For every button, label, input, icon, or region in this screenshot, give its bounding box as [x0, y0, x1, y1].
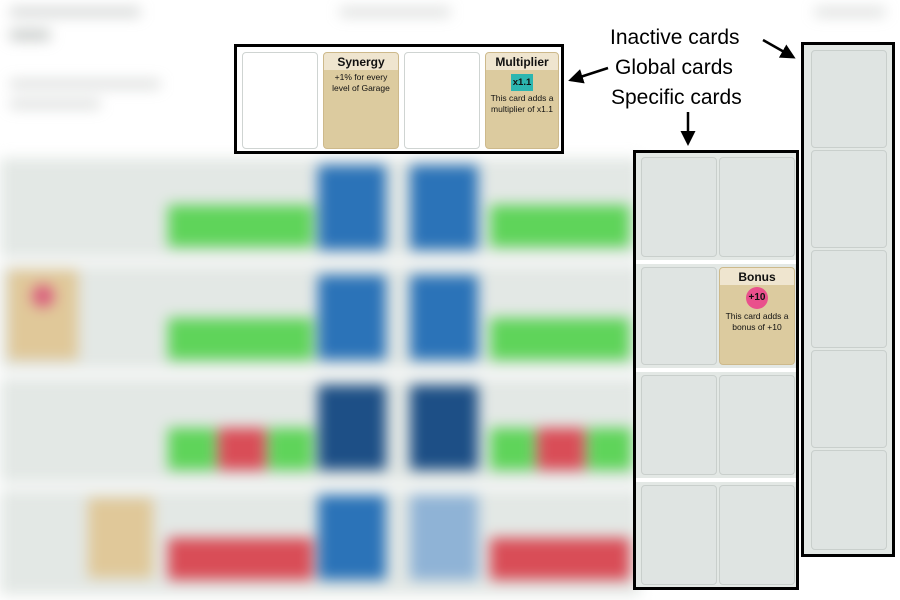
specific-card-slot[interactable] [641, 375, 717, 475]
global-cards-label: Global cards [615, 56, 733, 79]
row-divider [636, 478, 796, 482]
card-title: Bonus [720, 268, 794, 285]
card-description: This card adds a bonus of +10 [725, 311, 789, 332]
inactive-card-slot[interactable] [811, 450, 887, 550]
card-description: +1% for every level of Garage [332, 72, 390, 93]
card-description: This card adds a multiplier of x1.1 [490, 93, 554, 114]
global-card-slot-empty[interactable] [404, 52, 480, 149]
inactive-cards-label: Inactive cards [610, 26, 740, 49]
specific-cards-label: Specific cards [611, 86, 742, 109]
inactive-cards-panel [801, 42, 895, 557]
bonus-badge: +10 [746, 287, 768, 309]
inactive-card-slot[interactable] [811, 350, 887, 448]
specific-card-slot[interactable] [641, 267, 717, 365]
card-title: Multiplier [486, 53, 558, 70]
global-card-slot-empty[interactable] [242, 52, 318, 149]
inactive-card-slot[interactable] [811, 150, 887, 248]
multiplier-card[interactable]: Multiplier x1.1 This card adds a multipl… [485, 52, 559, 149]
row-divider [636, 260, 796, 264]
inactive-card-slot[interactable] [811, 250, 887, 348]
multiplier-badge: x1.1 [511, 74, 533, 91]
specific-card-slot[interactable] [641, 157, 717, 257]
global-arrow [568, 66, 609, 84]
inactive-card-slot[interactable] [811, 50, 887, 148]
global-cards-panel: Synergy +1% for every level of Garage Mu… [234, 44, 564, 154]
specific-card-slot[interactable] [641, 485, 717, 585]
bonus-card[interactable]: Bonus +10 This card adds a bonus of +10 [719, 267, 795, 365]
row-divider [636, 368, 796, 372]
synergy-card[interactable]: Synergy +1% for every level of Garage [323, 52, 399, 149]
specific-card-slot[interactable] [719, 375, 795, 475]
specific-card-slot[interactable] [719, 485, 795, 585]
specific-card-slot[interactable] [719, 157, 795, 257]
inactive-arrow [762, 38, 796, 59]
card-title: Synergy [324, 53, 398, 70]
specific-cards-panel: Bonus +10 This card adds a bonus of +10 [633, 150, 799, 590]
